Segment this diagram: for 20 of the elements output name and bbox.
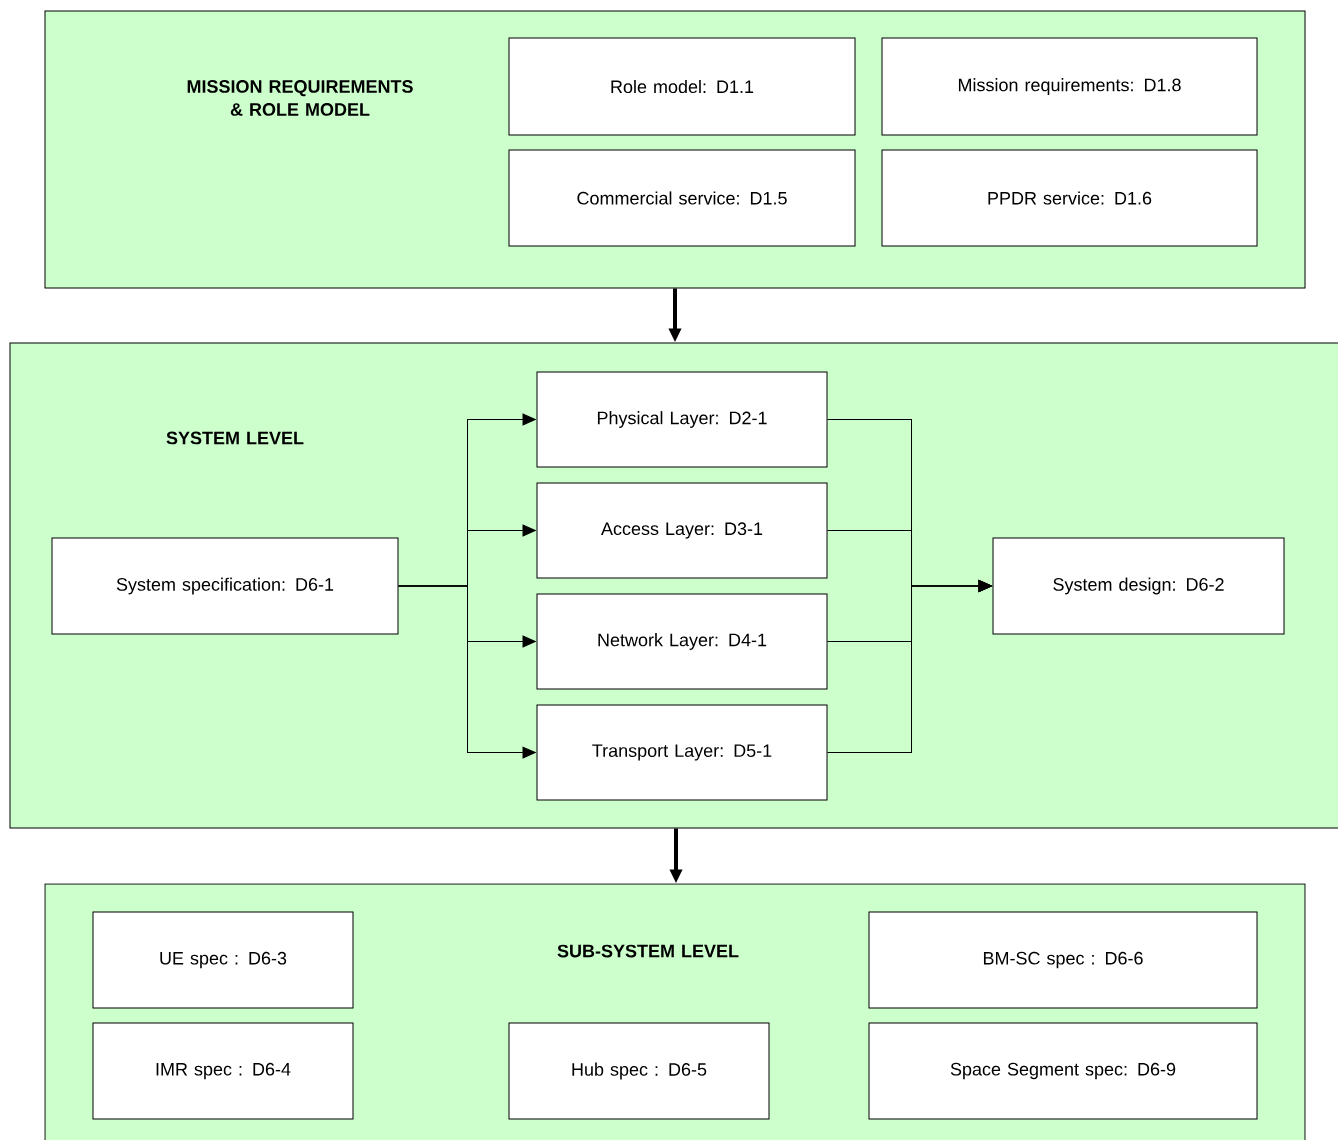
deliverable-box: Physical Layer: D2-1 bbox=[536, 371, 828, 468]
band-heading: SYSTEM LEVEL bbox=[166, 431, 304, 445]
deliverable-box: Space Segment spec: D6-9 bbox=[868, 1022, 1258, 1120]
deliverable-box: Hub spec : D6-5 bbox=[508, 1022, 770, 1120]
deliverable-box: System design: D6-2 bbox=[992, 537, 1285, 635]
deliverable-box: Commercial service: D1.5 bbox=[508, 149, 856, 247]
band-heading: MISSION REQUIREMENTS & ROLE MODEL bbox=[187, 80, 413, 116]
deliverable-box: BM-SC spec : D6-6 bbox=[868, 911, 1258, 1009]
band-heading: SUB-SYSTEM LEVEL bbox=[557, 944, 739, 958]
deliverable-box: Transport Layer: D5-1 bbox=[536, 704, 828, 801]
arrow bbox=[398, 585, 536, 759]
deliverable-box: System specification: D6-1 bbox=[51, 537, 399, 635]
deliverable-box: IMR spec : D6-4 bbox=[92, 1022, 354, 1120]
deliverable-box: UE spec : D6-3 bbox=[92, 911, 354, 1009]
deliverable-box: PPDR service: D1.6 bbox=[881, 149, 1258, 247]
deliverable-box: Access Layer: D3-1 bbox=[536, 482, 828, 579]
deliverable-box: Network Layer: D4-1 bbox=[536, 593, 828, 690]
arrow bbox=[827, 580, 992, 753]
deliverable-box: Role model: D1.1 bbox=[508, 37, 856, 136]
deliverable-box: Mission requirements: D1.8 bbox=[881, 37, 1258, 136]
